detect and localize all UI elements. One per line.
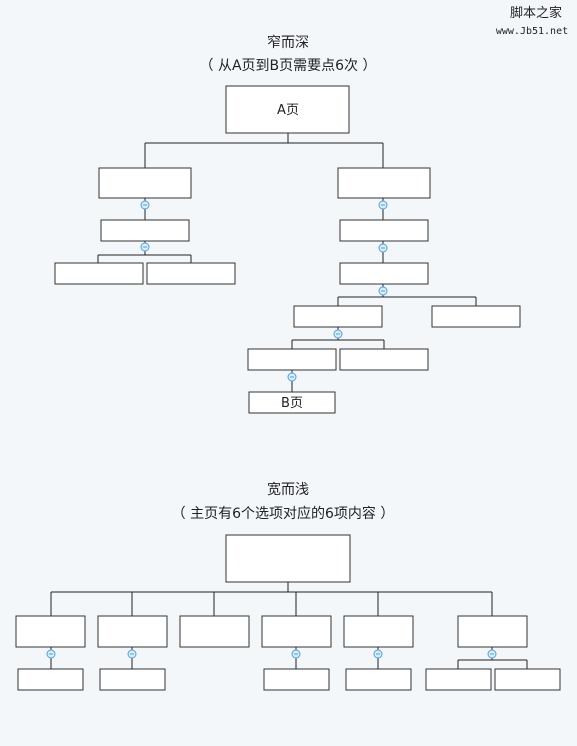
option-2-box	[97, 615, 168, 648]
wide-tree-title: 宽而浅	[267, 481, 309, 498]
content-6b-box	[494, 668, 561, 691]
content-4-box	[263, 668, 330, 691]
page-a-box	[225, 85, 350, 134]
wide-tree-nodes	[46, 649, 497, 659]
level4-a-box	[293, 305, 383, 328]
level2-left-box	[100, 219, 190, 242]
level1-left-box	[98, 167, 192, 199]
level2-right-box	[339, 219, 429, 242]
watermark-site-name: 脚本之家	[510, 5, 562, 21]
level3-left-b-box	[146, 262, 236, 285]
page-a-label: A页	[277, 103, 299, 118]
level4-b-box	[431, 305, 521, 328]
level3-right-box	[339, 262, 429, 285]
level5-b-box	[339, 348, 429, 371]
option-4-box	[261, 615, 332, 648]
deep-narrow-tree: 窄而深 （ 从A页到B页需要点6次 ）	[54, 34, 521, 414]
option-3-box	[179, 615, 250, 648]
option-6-box	[457, 615, 528, 648]
content-2-box	[99, 668, 166, 691]
content-6a-box	[425, 668, 492, 691]
option-1-box	[15, 615, 86, 648]
level5-a-box	[247, 348, 337, 371]
content-1-box	[17, 668, 84, 691]
content-5-box	[345, 668, 412, 691]
wide-shallow-tree: 宽而浅 （ 主页有6个选项对应的6项内容 ）	[15, 481, 561, 691]
deep-tree-nodes	[140, 200, 388, 382]
page-b-label: B页	[281, 396, 303, 411]
wide-tree-subtitle: （ 主页有6个选项对应的6项内容 ）	[172, 505, 395, 522]
option-5-box	[343, 615, 414, 648]
level3-left-a-box	[54, 262, 144, 285]
deep-tree-subtitle: （ 从A页到B页需要点6次 ）	[200, 58, 377, 74]
home-page-box	[225, 534, 351, 583]
deep-tree-title: 窄而深	[267, 34, 309, 51]
page-b-box	[248, 391, 336, 414]
watermark-url: www.Jb51.net	[496, 26, 568, 37]
level1-right-box	[337, 167, 431, 199]
